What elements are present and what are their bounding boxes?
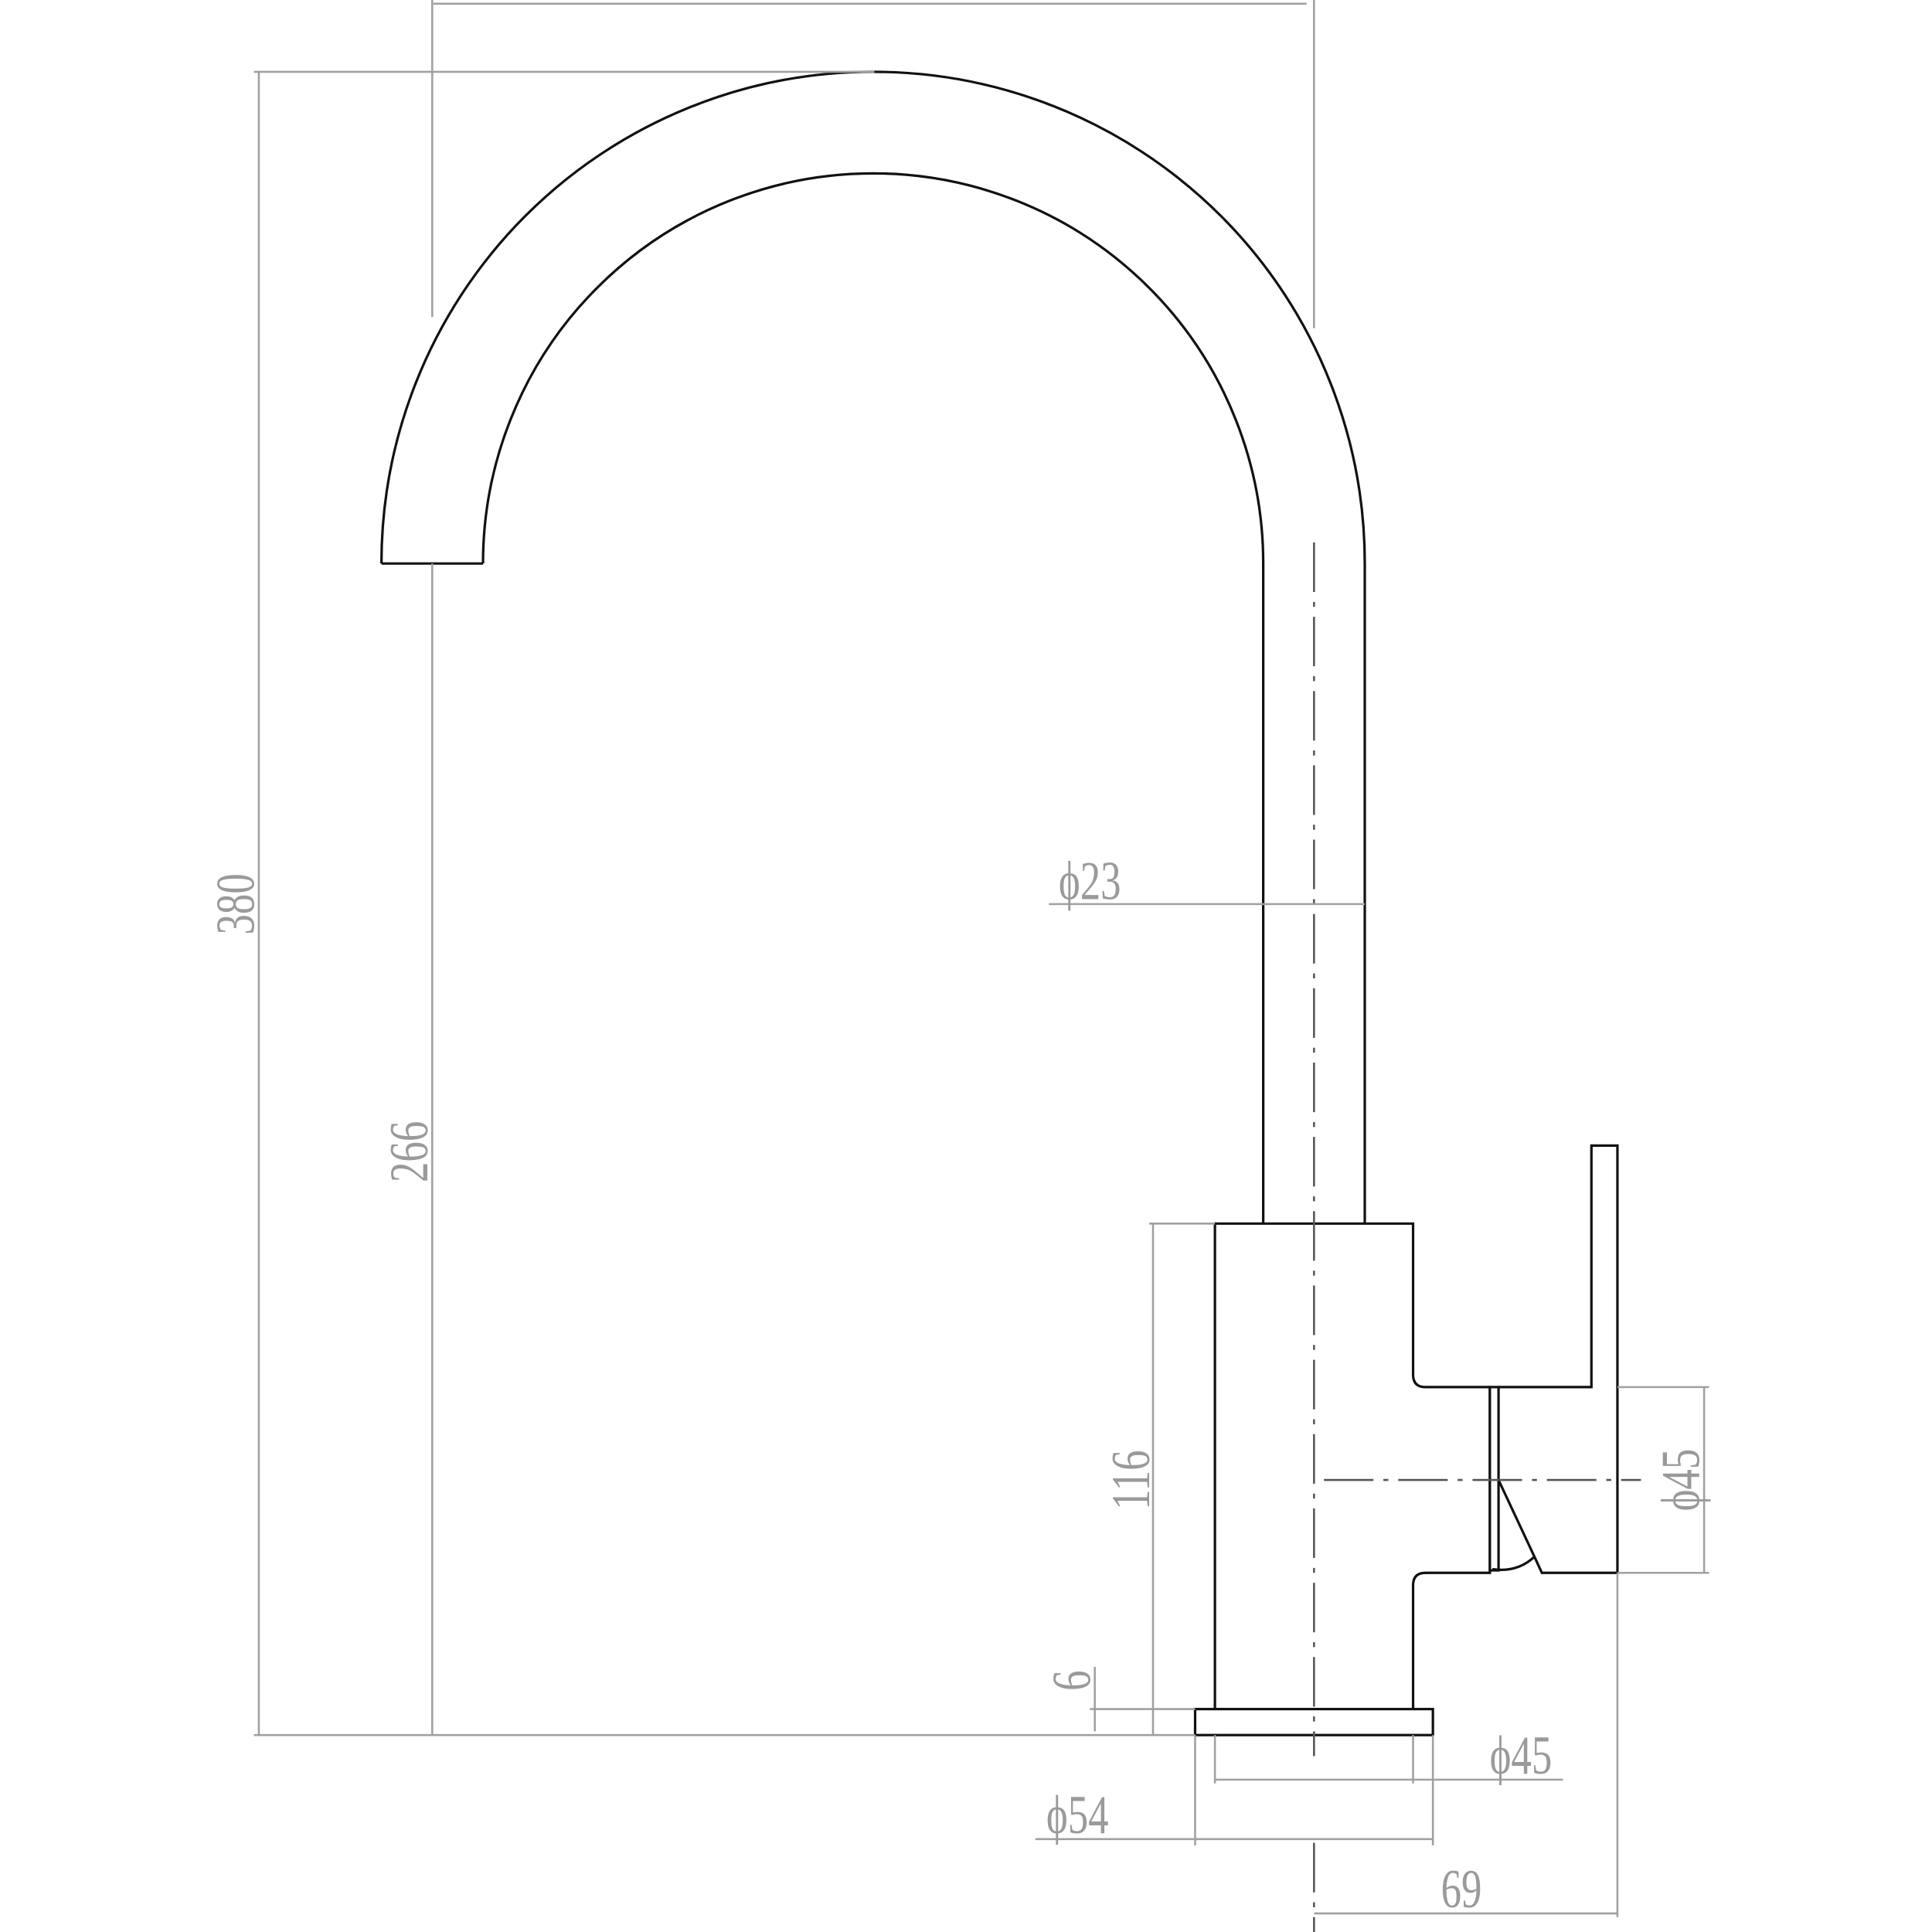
spout-inner-arc — [481, 172, 1265, 1224]
lever-handle — [1497, 1144, 1619, 1574]
base-plate — [1193, 1707, 1434, 1736]
spout-outer-arc — [379, 70, 1366, 1224]
centerlines — [1313, 542, 1641, 1932]
dim-total-height: 380 — [206, 873, 266, 934]
faucet-outline — [379, 70, 1619, 1736]
dim-body-diameter: ϕ45 — [1490, 1726, 1553, 1786]
lever-curve — [1492, 1556, 1536, 1571]
dim-spout-height: 266 — [379, 1121, 440, 1182]
dim-base-thickness: 6 — [1042, 1670, 1102, 1690]
dim-base-diameter: ϕ54 — [1046, 1785, 1109, 1845]
dim-handle-offset: 69 — [1441, 1859, 1482, 1920]
body — [1213, 1222, 1492, 1709]
dim-body-height: 116 — [1101, 1450, 1162, 1509]
dim-pipe-diameter: ϕ23 — [1059, 851, 1121, 911]
cartridge — [1488, 1386, 1500, 1572]
dimension-lines — [253, 0, 1709, 1917]
dim-handle-diameter: ϕ45 — [1651, 1449, 1711, 1512]
